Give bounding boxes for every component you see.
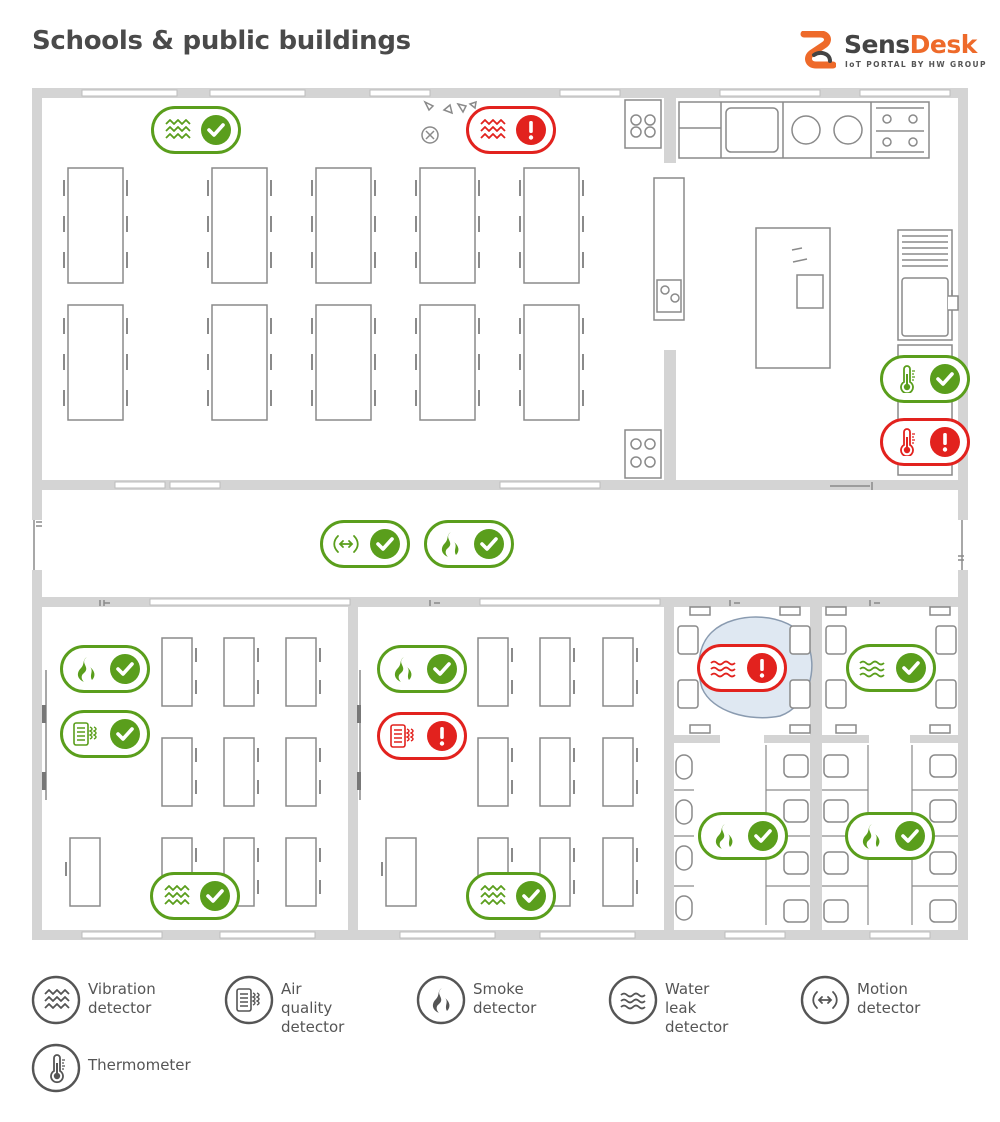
smoke-icon	[441, 532, 459, 557]
vibration-icon	[480, 119, 506, 139]
status-ok-badge	[474, 529, 504, 559]
status-ok-badge	[748, 821, 778, 851]
status-alert-badge	[427, 721, 457, 751]
vibration-icon	[31, 975, 81, 1025]
windows	[81, 89, 951, 939]
legend-label: Water leak detector	[665, 980, 729, 1036]
smoke-sensor-ok[interactable]	[698, 812, 788, 860]
smoke-icon	[862, 824, 880, 849]
vibration-sensor-ok[interactable]	[466, 872, 556, 920]
smoke-sensor-ok[interactable]	[845, 812, 935, 860]
thermometer-sensor-ok[interactable]	[880, 355, 970, 403]
air-quality-sensor-alert[interactable]	[377, 712, 467, 760]
status-alert-badge	[516, 115, 546, 145]
floor-plan	[32, 88, 968, 940]
logo-subtitle: IoT PORTAL BY HW GROUP	[845, 60, 987, 69]
legend-label: Air quality detector	[281, 980, 345, 1036]
vibration-icon	[480, 885, 506, 905]
status-ok-badge	[201, 115, 231, 145]
restroom-fixtures	[675, 606, 957, 923]
smoke-icon	[715, 824, 733, 849]
vibration-icon	[165, 119, 191, 139]
thermometer-icon	[900, 428, 915, 456]
cafeteria-tables	[67, 167, 580, 421]
air-quality-icon	[390, 724, 414, 748]
status-ok-badge	[200, 881, 230, 911]
smoke-icon	[77, 657, 95, 682]
water-leak-sensor-ok[interactable]	[846, 644, 936, 692]
vibration-icon	[164, 885, 190, 905]
logo-wordmark: SensDesk	[844, 30, 977, 59]
air-quality-icon	[224, 975, 274, 1025]
status-ok-badge	[896, 653, 926, 683]
page-title: Schools & public buildings	[32, 26, 411, 56]
status-ok-badge	[895, 821, 925, 851]
status-ok-badge	[370, 529, 400, 559]
motion-sensor-ok[interactable]	[320, 520, 410, 568]
logo-sens: Sens	[844, 30, 910, 59]
legend-label: Thermometer	[88, 1056, 191, 1074]
status-ok-badge	[427, 654, 457, 684]
cafeteria-chairs	[63, 180, 584, 406]
vibration-sensor-ok[interactable]	[150, 872, 240, 920]
water-leak-icon	[608, 975, 658, 1025]
water-leak-sensor-alert[interactable]	[697, 644, 787, 692]
smoke-sensor-ok[interactable]	[60, 645, 150, 693]
vibration-sensor-ok[interactable]	[151, 106, 241, 154]
status-ok-badge	[110, 654, 140, 684]
water-leak-icon	[710, 660, 736, 678]
smoke-sensor-ok[interactable]	[377, 645, 467, 693]
legend-label: Motion detector	[857, 980, 921, 1017]
broken-window-glass	[421, 100, 477, 144]
thermometer-icon	[31, 1043, 81, 1093]
legend-label: Vibration detector	[88, 980, 156, 1017]
smoke-icon	[394, 657, 412, 682]
sensdesk-logo: SensDesk IoT PORTAL BY HW GROUP	[800, 30, 986, 74]
thermometer-sensor-alert[interactable]	[880, 418, 970, 466]
legend-label: Smoke detector	[473, 980, 537, 1017]
smoke-icon	[416, 975, 466, 1025]
status-ok-badge	[110, 719, 140, 749]
status-ok-badge	[930, 364, 960, 394]
water-leak-icon	[859, 660, 885, 678]
status-alert-badge	[747, 653, 777, 683]
smoke-sensor-ok[interactable]	[424, 520, 514, 568]
door-handles	[42, 705, 361, 790]
sensdesk-logo-mark	[800, 31, 836, 69]
motion-icon	[800, 975, 850, 1025]
thermometer-icon	[900, 365, 915, 393]
status-alert-badge	[930, 427, 960, 457]
logo-desk: Desk	[909, 30, 978, 59]
motion-icon	[333, 535, 359, 553]
air-quality-icon	[73, 722, 97, 746]
status-ok-badge	[516, 881, 546, 911]
air-quality-sensor-ok[interactable]	[60, 710, 150, 758]
vibration-sensor-alert[interactable]	[466, 106, 556, 154]
